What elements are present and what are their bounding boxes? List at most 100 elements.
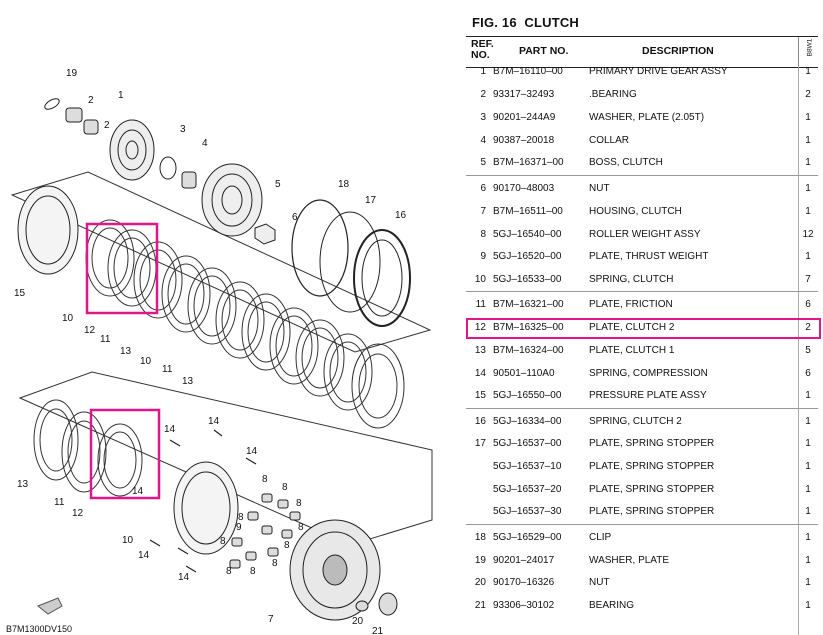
ref-cell: 12 xyxy=(474,322,486,333)
part-no-cell: 5GJ–16529–00 xyxy=(493,532,562,543)
qty-cell: 1 xyxy=(805,577,811,588)
callout: 14 xyxy=(138,550,150,561)
qty-cell: 1 xyxy=(805,66,811,77)
ref-cell: 16 xyxy=(474,416,486,427)
collar-4 xyxy=(181,171,197,189)
ref-cell: 7 xyxy=(480,206,486,217)
roller-weights-8 xyxy=(229,493,301,569)
part-no-cell: 5GJ–16537–30 xyxy=(493,506,562,517)
clutch-boss-5 xyxy=(201,163,263,237)
figure-title: FIG. 16 CLUTCH xyxy=(472,15,579,30)
ref-cell: 10 xyxy=(474,274,486,285)
part-no-cell: 5GJ–16537–10 xyxy=(493,461,562,472)
qty-cell: 1 xyxy=(805,157,811,168)
description-cell: ROLLER WEIGHT ASSY xyxy=(589,229,701,240)
ref-cell: 2 xyxy=(480,89,486,100)
qty-cell: 7 xyxy=(805,274,811,285)
ref-cell: 5 xyxy=(480,157,486,168)
part-no-cell: 90501–110A0 xyxy=(493,368,555,379)
description-cell: HOUSING, CLUTCH xyxy=(589,206,682,217)
callout: 13 xyxy=(120,346,132,357)
callout: 6 xyxy=(292,212,298,223)
callout: 7 xyxy=(268,614,274,625)
callout: 15 xyxy=(14,288,26,299)
part-no-cell: 5GJ–16533–00 xyxy=(493,274,562,285)
qty-cell: 2 xyxy=(805,322,811,333)
description-cell: PLATE, FRICTION xyxy=(589,299,673,310)
part-no-cell: 5GJ–16520–00 xyxy=(493,251,562,262)
bearing-21 xyxy=(378,592,398,616)
qty-cell: 1 xyxy=(805,555,811,566)
ref-cell: 15 xyxy=(474,390,486,401)
description-cell: BEARING xyxy=(589,600,635,611)
exploded-parts-diagram: 19 2 1 2 3 4 5 6 18 17 16 15 10 12 11 13… xyxy=(10,68,433,635)
qty-column-divider xyxy=(798,66,799,635)
table-header: REF. NO. PART NO. DESCRIPTION B8W1 xyxy=(466,36,818,68)
callout: 8 xyxy=(298,522,304,533)
qty-cell: 1 xyxy=(805,600,811,611)
callout: 11 xyxy=(54,497,65,508)
callout: 8 xyxy=(282,482,288,493)
qty-cell: 12 xyxy=(802,229,814,240)
qty-cell: 1 xyxy=(805,112,811,123)
callout: 8 xyxy=(220,536,226,547)
group-separator xyxy=(466,291,818,292)
qty-cell: 1 xyxy=(805,206,811,217)
part-no-cell: 5GJ–16540–00 xyxy=(493,229,562,240)
part-no-cell: 5GJ–16537–00 xyxy=(493,438,562,449)
callout: 2 xyxy=(104,120,110,131)
qty-cell: 1 xyxy=(805,135,811,146)
callout: 9 xyxy=(236,522,242,533)
description-cell: PLATE, THRUST WEIGHT xyxy=(589,251,709,262)
callout: 14 xyxy=(178,572,190,583)
callout: 10 xyxy=(140,356,152,367)
ref-cell: 8 xyxy=(480,229,486,240)
description-cell: PLATE, CLUTCH 2 xyxy=(589,322,675,333)
callout: 17 xyxy=(365,195,377,206)
callout: 8 xyxy=(238,512,244,523)
callout: 14 xyxy=(208,416,220,427)
callout: 18 xyxy=(338,179,350,190)
description-cell: WASHER, PLATE xyxy=(589,555,670,566)
callout: 8 xyxy=(226,566,232,577)
ref-cell: 1 xyxy=(480,66,486,77)
part-no-cell: 5GJ–16537–20 xyxy=(493,484,562,495)
fwd-arrow-icon xyxy=(37,597,63,615)
stopper-17 xyxy=(319,211,381,313)
diagram-highlight-upper xyxy=(85,222,159,315)
qty-cell: 1 xyxy=(805,438,811,449)
callout: 5 xyxy=(275,179,281,190)
ref-cell: 11 xyxy=(475,299,486,310)
qty-cell: 1 xyxy=(805,183,811,194)
qty-cell: 2 xyxy=(805,89,811,100)
callout: 8 xyxy=(262,474,268,485)
part-no-cell: B7M–16371–00 xyxy=(493,157,564,168)
compression-springs-14 xyxy=(149,429,257,573)
qty-cell: 1 xyxy=(805,506,811,517)
ref-cell: 17 xyxy=(474,438,486,449)
part-no-cell: 93317–32493 xyxy=(493,89,555,100)
description-cell: SPRING, CLUTCH 2 xyxy=(589,416,682,427)
part-no-cell: B7M–16321–00 xyxy=(493,299,564,310)
description-cell: WASHER, PLATE (2.05T) xyxy=(589,112,705,123)
description-cell: SPRING, CLUTCH xyxy=(589,274,674,285)
row-highlight xyxy=(466,318,821,339)
description-cell: PLATE, CLUTCH 1 xyxy=(589,345,675,356)
diagram-highlight-lower xyxy=(89,408,161,500)
callout: 12 xyxy=(72,508,84,519)
qty-cell: 5 xyxy=(805,345,811,356)
header-description: DESCRIPTION xyxy=(642,45,714,57)
description-cell: COLLAR xyxy=(589,135,630,146)
description-cell: .BEARING xyxy=(589,89,637,100)
parts-list: FIG. 16 CLUTCH REF. NO. PART NO. DESCRIP… xyxy=(466,0,823,635)
description-cell: NUT xyxy=(589,577,610,588)
